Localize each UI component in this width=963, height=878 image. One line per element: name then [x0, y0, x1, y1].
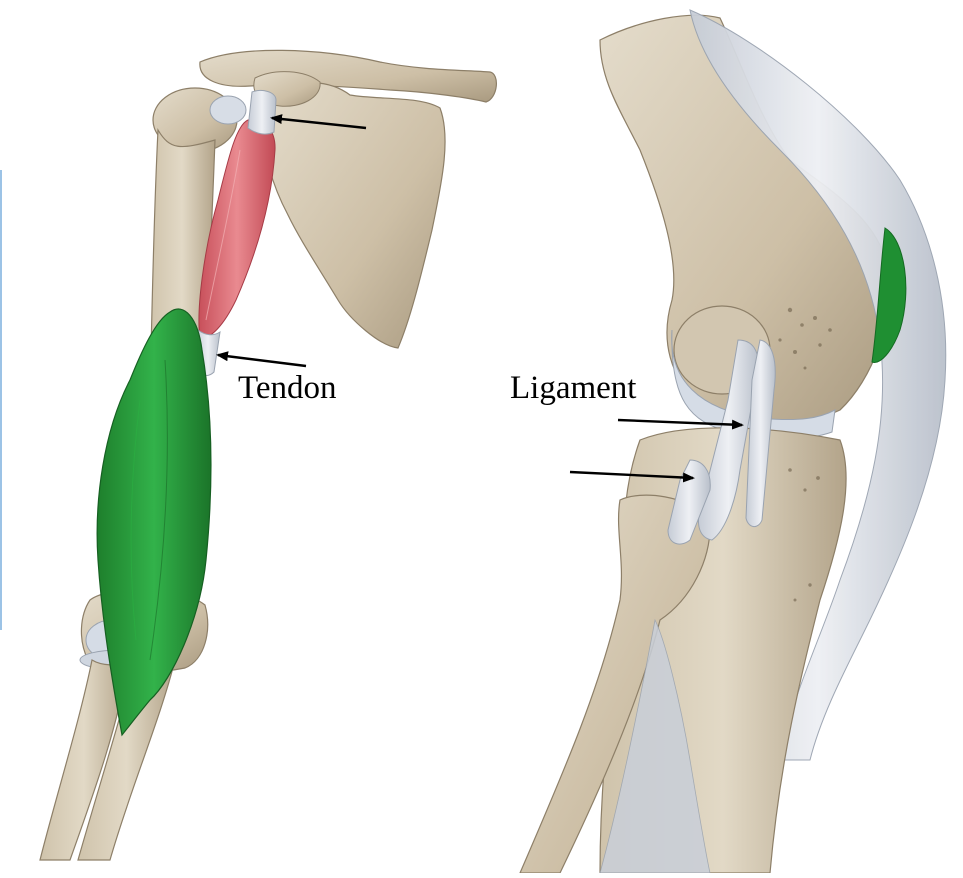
joint-cartilage [210, 96, 246, 124]
tendon-arrow-lower [218, 355, 306, 366]
biceps-muscle [97, 309, 211, 735]
ligament-label: Ligament [510, 372, 636, 405]
knee-illustration [520, 10, 946, 873]
scapula-bone [262, 83, 445, 348]
arm-illustration [40, 50, 496, 860]
page-edge-line [0, 170, 2, 630]
upper-tendon [248, 90, 276, 134]
tendon-label: Tendon [238, 372, 337, 405]
